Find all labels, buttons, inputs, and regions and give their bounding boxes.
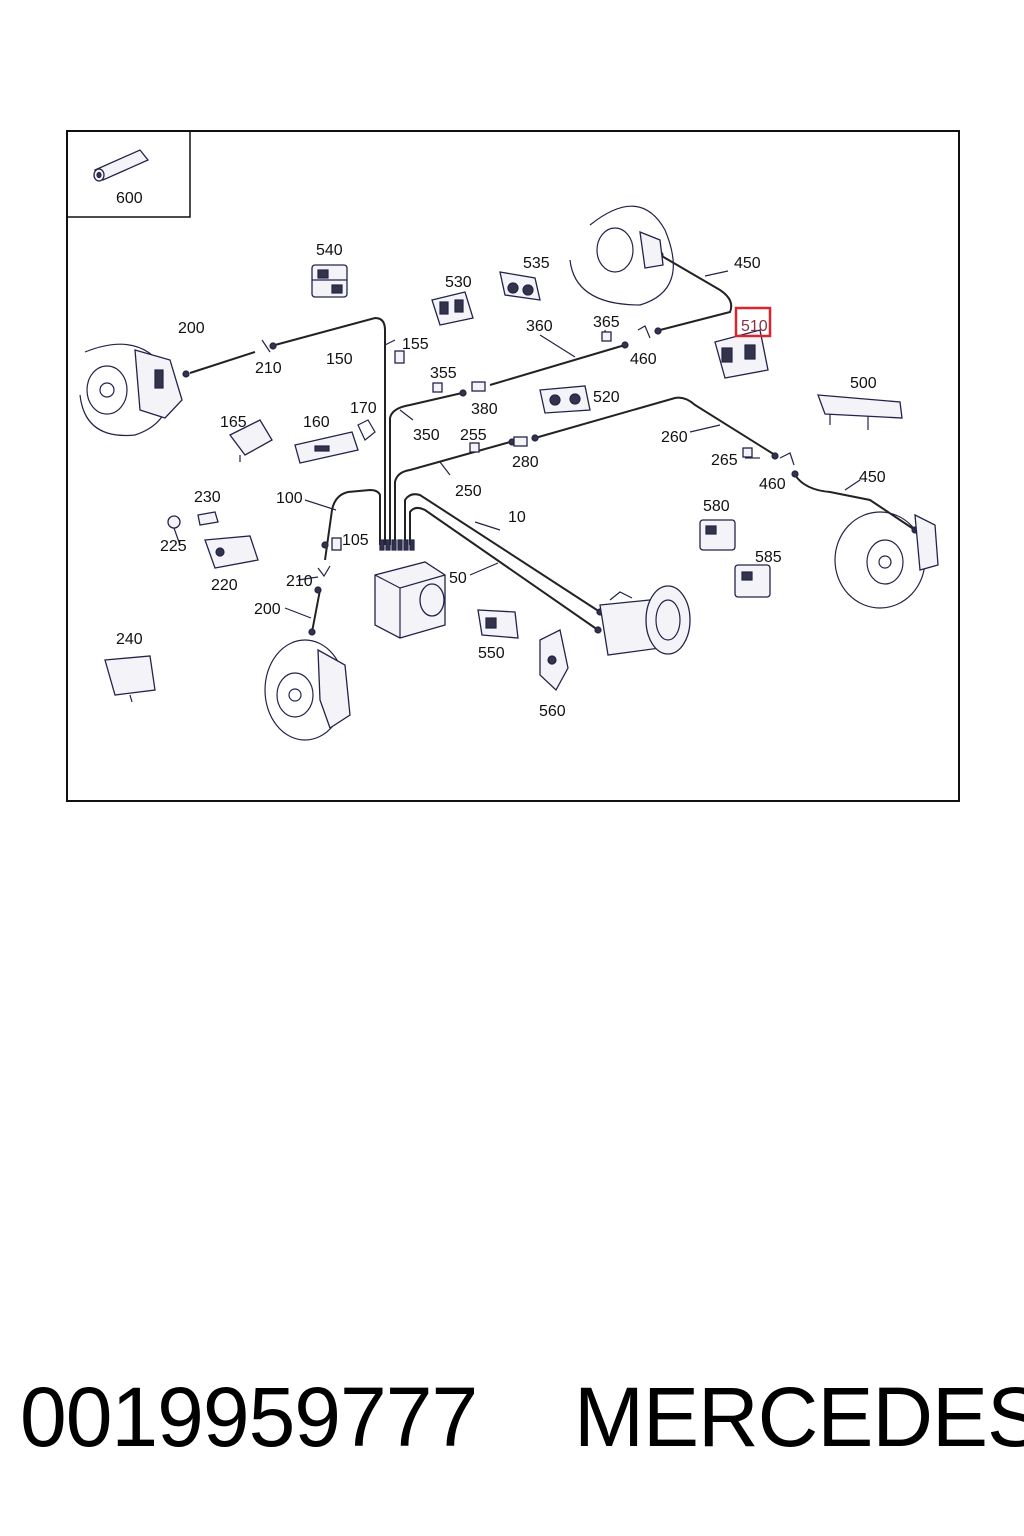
label-450: 450 [859,469,886,486]
brake-system-diagram: 600 540 530 535 450 510 200 210 150 155 … [66,130,960,802]
label-265: 265 [711,452,738,469]
label-535: 535 [523,255,550,272]
part-labels: 600 540 530 535 450 510 200 210 150 155 … [116,190,886,720]
brake-lines [182,251,919,636]
brand-name: MERCEDES [574,1370,1024,1464]
part-number: 0019959777 [20,1370,478,1464]
diagram-frame [66,130,960,802]
abs-unit [374,561,446,639]
label-160: 160 [303,414,330,431]
part-600-sleeve [93,149,150,182]
part-540-module [311,264,348,298]
label-10: 10 [508,509,526,526]
label-100: 100 [276,490,303,507]
part-585-module [734,564,771,598]
label-360: 360 [526,318,553,335]
label-580: 580 [703,498,730,515]
part-520-pads [539,385,591,414]
label-200: 200 [254,601,281,618]
label-220: 220 [211,577,238,594]
part-160-plate [294,431,359,464]
front-left-disc [79,343,183,437]
label-460: 460 [630,351,657,368]
label-585: 585 [755,549,782,566]
label-230: 230 [194,489,221,506]
leader-lines [284,270,861,619]
top-right-disc [569,205,674,306]
part-220-caliper-bracket [167,511,259,569]
inset-box [66,130,191,218]
label-260: 260 [661,429,688,446]
label-165: 165 [220,414,247,431]
part-240-bracket [104,655,156,703]
label-520: 520 [593,389,620,406]
part-510-pads [714,329,769,379]
part-165-bracket [229,419,273,462]
label-560: 560 [539,703,566,720]
part-500-bracket [817,394,903,430]
small-bolts [331,331,753,551]
part-170-clip [357,419,376,441]
label-550: 550 [478,645,505,662]
label-255: 255 [460,427,487,444]
label-350: 350 [413,427,440,444]
label-225: 225 [160,538,187,555]
rear-right-disc [834,511,939,609]
label-450: 450 [734,255,761,272]
label-210: 210 [255,360,282,377]
highlight-box-510 [734,306,772,338]
label-155: 155 [402,336,429,353]
brake-booster [599,585,691,656]
label-500: 500 [850,375,877,392]
label-355: 355 [430,365,457,382]
label-380: 380 [471,401,498,418]
rear-left-disc [264,639,351,741]
label-170: 170 [350,400,377,417]
clips-460 [261,325,795,578]
label-105: 105 [342,532,369,549]
label-365: 365 [593,314,620,331]
label-540: 540 [316,242,343,259]
label-50: 50 [449,570,467,587]
label-460: 460 [759,476,786,493]
label-280: 280 [512,454,539,471]
label-150: 150 [326,351,353,368]
footer: 0019959777 MERCEDES [0,1362,1024,1472]
part-535-pads [499,271,541,301]
label-600: 600 [116,190,143,207]
label-240: 240 [116,631,143,648]
part-560-bracket [539,629,569,692]
part-580-module [699,519,736,551]
label-250: 250 [455,483,482,500]
label-510: 510 [741,318,768,335]
label-200: 200 [178,320,205,337]
label-210: 210 [286,573,313,590]
label-530: 530 [445,274,472,291]
part-550-pads [477,609,519,639]
unions [471,381,528,447]
part-530-pads [431,291,474,326]
